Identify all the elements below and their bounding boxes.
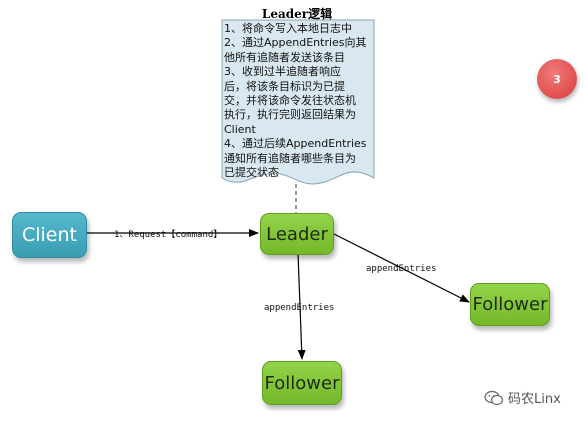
note-line: 2、通过AppendEntries向其	[224, 36, 367, 50]
follower-bottom-node: Follower	[262, 361, 342, 405]
append-right-edge-label: appendEntries	[366, 264, 437, 274]
note-line: 3、收到过半追随者响应	[224, 65, 341, 79]
follower-bottom-label: Follower	[264, 372, 340, 394]
note-line: 已提交状态	[224, 166, 279, 180]
append-bottom-edge-label: appendEntries	[264, 303, 335, 313]
follower-right-label: Follower	[472, 294, 548, 315]
request-edge-label: 1、Request【command】	[114, 230, 223, 240]
watermark: 码农Linx	[484, 388, 561, 407]
follower-right-node: Follower	[470, 283, 550, 326]
note-line: 后，将该条目标识为已提	[224, 79, 345, 93]
note-line: 执行，执行完则返回结果为	[224, 108, 356, 122]
note-shape	[221, 19, 375, 185]
client-node: Client	[12, 212, 87, 258]
step-badge: 3	[537, 59, 577, 99]
note-line: 他所有追随者发送该条目	[224, 50, 345, 64]
leader-node: Leader	[260, 213, 334, 255]
wechat-icon	[484, 390, 504, 405]
watermark-text: 码农Linx	[508, 392, 561, 407]
note-title: Leader逻辑	[261, 7, 333, 21]
note-line: 1、将命令写入本地日志中	[224, 22, 352, 35]
note-line: 4、通过后续AppendEntries	[224, 137, 367, 151]
edge-append-bottom	[297, 252, 306, 360]
edge-append-right	[331, 232, 470, 303]
leader-label: Leader	[266, 223, 328, 245]
note-line: Client	[224, 122, 256, 136]
note-line: 交，并将该命令发往状态机	[224, 94, 356, 108]
client-label: Client	[21, 224, 77, 246]
note-line: 通知所有追随者哪些条目为	[224, 151, 356, 165]
